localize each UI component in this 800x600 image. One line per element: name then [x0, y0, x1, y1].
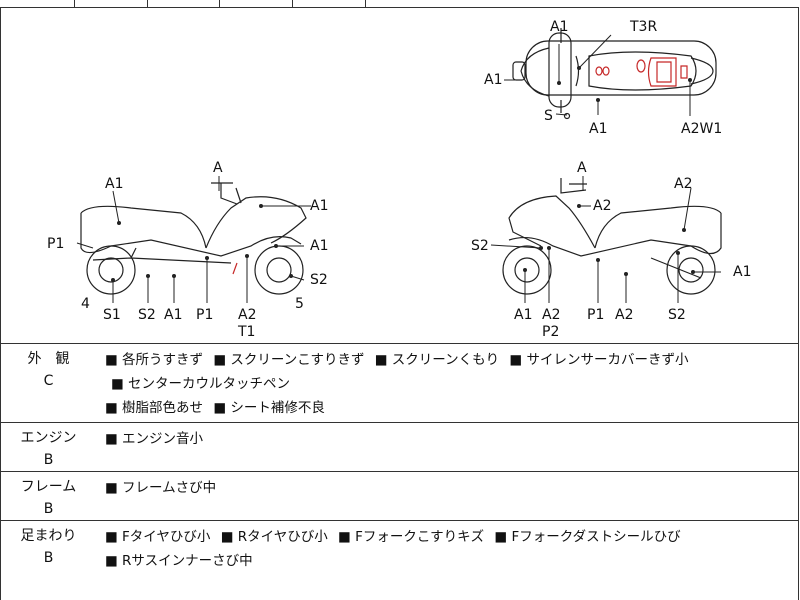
category-name: フレーム [20, 479, 77, 495]
category-name: 足まわり [20, 528, 77, 544]
header-cell [292, 0, 366, 7]
diagram-label: S [544, 108, 553, 124]
condition-row-exterior: 外 観 C 各所うすきず スクリーンこすりきず スクリーンくもり サイレンサーカ… [0, 344, 799, 423]
diagram-label: A2 [593, 198, 611, 214]
category-grade: B [43, 550, 54, 566]
condition-note: 樹脂部色あせ [105, 400, 203, 416]
header-cell [147, 0, 220, 7]
condition-note: シート補修不良 [213, 400, 325, 416]
category-grade: C [43, 373, 54, 389]
condition-note: Fフォークダストシールひび [494, 529, 680, 545]
diagram-label: S1 [103, 307, 121, 323]
header-cell [74, 0, 148, 7]
condition-note: Rタイヤひび小 [221, 529, 328, 545]
condition-category: 外 観 C [1, 344, 96, 392]
category-grade: B [43, 501, 54, 517]
condition-notes: Fタイヤひび小 Rタイヤひび小 Fフォークこすりキズ Fフォークダストシールひび… [105, 525, 788, 573]
condition-note: フレームさび中 [105, 480, 216, 496]
condition-note: エンジン音小 [105, 431, 203, 447]
condition-note: サイレンサーカバーきず小 [509, 352, 688, 368]
condition-category: フレーム B [1, 472, 96, 520]
diagram-label: P1 [47, 236, 64, 252]
condition-row-frame: フレーム B フレームさび中 [0, 472, 799, 521]
diagram-label: A1 [733, 264, 751, 280]
diagram-label: A1 [105, 176, 123, 192]
diagram-label: S2 [471, 238, 489, 254]
diagram-label: A1 [589, 121, 607, 137]
diagram-label: A1 [310, 238, 328, 254]
header-cell [219, 0, 293, 7]
category-name: エンジン [20, 430, 77, 446]
condition-row-suspension: 足まわり B Fタイヤひび小 Rタイヤひび小 Fフォークこすりキズ Fフォークダ… [0, 521, 799, 600]
diagram-label: A2 [674, 176, 692, 192]
diagram-label: A1 [164, 307, 182, 323]
diagram-label: T3R [629, 19, 657, 35]
leader-dots [111, 66, 695, 282]
condition-row-engine: エンジン B エンジン音小 [0, 423, 799, 472]
condition-category: エンジン B [1, 423, 96, 471]
diagram-label: A1 [484, 72, 502, 88]
diagram-label: T1 [237, 324, 255, 340]
diagram-label: 4 [81, 296, 90, 312]
condition-notes: 各所うすきず スクリーンこすりきず スクリーンくもり サイレンサーカバーきず小 … [105, 348, 788, 420]
condition-notes: エンジン音小 [105, 427, 788, 451]
condition-note: Rサスインナーさび中 [105, 553, 253, 569]
diagram-label: S2 [138, 307, 156, 323]
scooter-left-view [80, 182, 307, 295]
condition-notes: フレームさび中 [105, 476, 788, 500]
header-strip [0, 0, 799, 8]
condition-note: 各所うすきず [105, 352, 203, 368]
category-name: 外 観 [27, 351, 70, 367]
condition-note: Fタイヤひび小 [105, 529, 210, 545]
inspection-diagram: A1 T3R A1 S A1 A2W1 A A1 A1 P1 A1 S2 4 S… [0, 8, 799, 344]
condition-note: Fフォークこすりキズ [338, 529, 484, 545]
diagram-label: A2 [542, 307, 560, 323]
diagram-label: A2 [238, 307, 256, 323]
diagram-label: S2 [668, 307, 686, 323]
condition-note: スクリーンくもり [375, 352, 499, 368]
category-grade: B [43, 452, 54, 468]
diagram-label: A1 [550, 19, 568, 35]
scooter-diagrams: A1 T3R A1 S A1 A2W1 A A1 A1 P1 A1 S2 4 S… [47, 19, 751, 340]
diagram-label: P2 [542, 324, 559, 340]
diagram-label: S2 [310, 272, 328, 288]
diagram-label: A1 [310, 198, 328, 214]
condition-category: 足まわり B [1, 521, 96, 569]
diagram-label: A2 [615, 307, 633, 323]
scooter-top-view [512, 28, 717, 120]
diagram-label: P1 [587, 307, 604, 323]
condition-note: スクリーンこすりきず [213, 352, 364, 368]
condition-note: センターカウルタッチペン [111, 376, 290, 392]
diagram-label: P1 [196, 307, 213, 323]
diagram-label: A [213, 160, 223, 176]
leader-lines [76, 34, 721, 303]
scooter-right-view [502, 178, 722, 295]
diagram-label: A [577, 160, 587, 176]
damage-marks [232, 57, 688, 275]
diagram-label: 5 [295, 296, 304, 312]
diagram-label: A2W1 [681, 121, 722, 137]
diagram-label: A1 [514, 307, 532, 323]
header-cell [0, 0, 75, 7]
